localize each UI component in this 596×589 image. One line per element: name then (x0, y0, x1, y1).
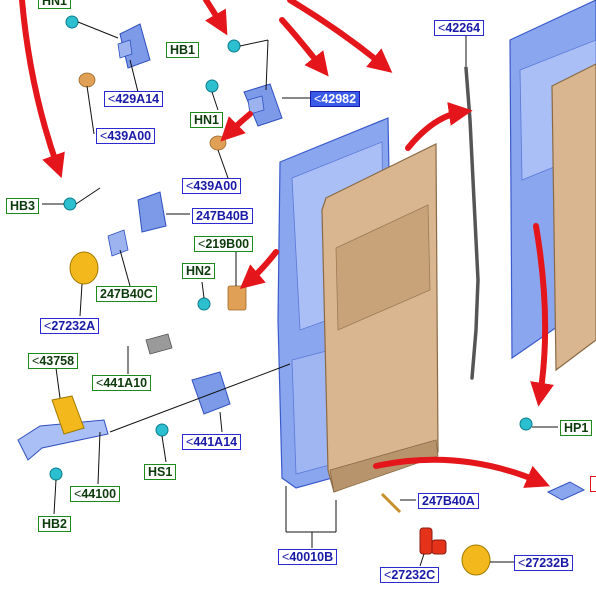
label-27232a: <27232A (40, 318, 100, 334)
label-hn1-top: HN1 (38, 0, 72, 9)
label-247b40c: 247B40C (96, 286, 157, 302)
label-247b40a: 247B40A (418, 493, 479, 509)
yellow-bumper-27232b (461, 544, 491, 576)
yellow-bumper-27232a (69, 251, 99, 285)
adjacent-door-assembly (509, 0, 596, 372)
label-429a14: <429A14 (104, 91, 164, 107)
small-bracket-right (546, 481, 586, 501)
label-hb1: HB1 (166, 42, 200, 58)
label-hp1: HP1 (560, 420, 593, 436)
latch-assembly (191, 371, 231, 415)
check-strap-27232c (419, 527, 447, 555)
hinge-middle (243, 83, 283, 127)
label-441a10: <441A10 (92, 375, 152, 391)
orange-cap-439a00-a (78, 72, 96, 88)
weatherstrip (464, 66, 480, 380)
label-441a14: <441A14 (182, 434, 242, 450)
rear-door-outer-skin (321, 143, 439, 493)
hinge-upper (117, 23, 151, 69)
label-247b40b: 247B40B (192, 208, 253, 224)
label-27232c: <27232C (380, 567, 440, 583)
label-439a00-b: <439A00 (182, 178, 242, 194)
label-hn2: HN2 (182, 263, 216, 279)
assembly-arrows (19, 0, 554, 488)
label-hn1: HN1 (190, 112, 224, 128)
label-hb3: HB3 (6, 198, 40, 214)
label-219b00: <219B00 (194, 236, 254, 252)
label-hs1: HS1 (144, 464, 177, 480)
offscreen-label-edge (590, 476, 596, 492)
pad-219b00 (227, 285, 247, 311)
label-42982[interactable]: <42982 (310, 91, 361, 107)
leader-lines (42, 21, 558, 567)
label-42264: <42264 (434, 20, 485, 36)
label-43758: <43758 (28, 353, 79, 369)
label-40010b: <40010B (278, 549, 338, 565)
door-handle-frame (17, 419, 109, 461)
label-44100: <44100 (70, 486, 121, 502)
label-27232b: <27232B (514, 555, 574, 571)
bolt-247b40a (380, 492, 402, 514)
label-hb2: HB2 (38, 516, 72, 532)
hinge-lower (107, 191, 167, 257)
fastener-icons (49, 15, 533, 481)
orange-cap-439a00-b (209, 135, 227, 151)
label-439a00-a: <439A00 (96, 128, 156, 144)
striker-441a10 (145, 333, 173, 355)
yellow-bracket-43758 (51, 395, 85, 435)
